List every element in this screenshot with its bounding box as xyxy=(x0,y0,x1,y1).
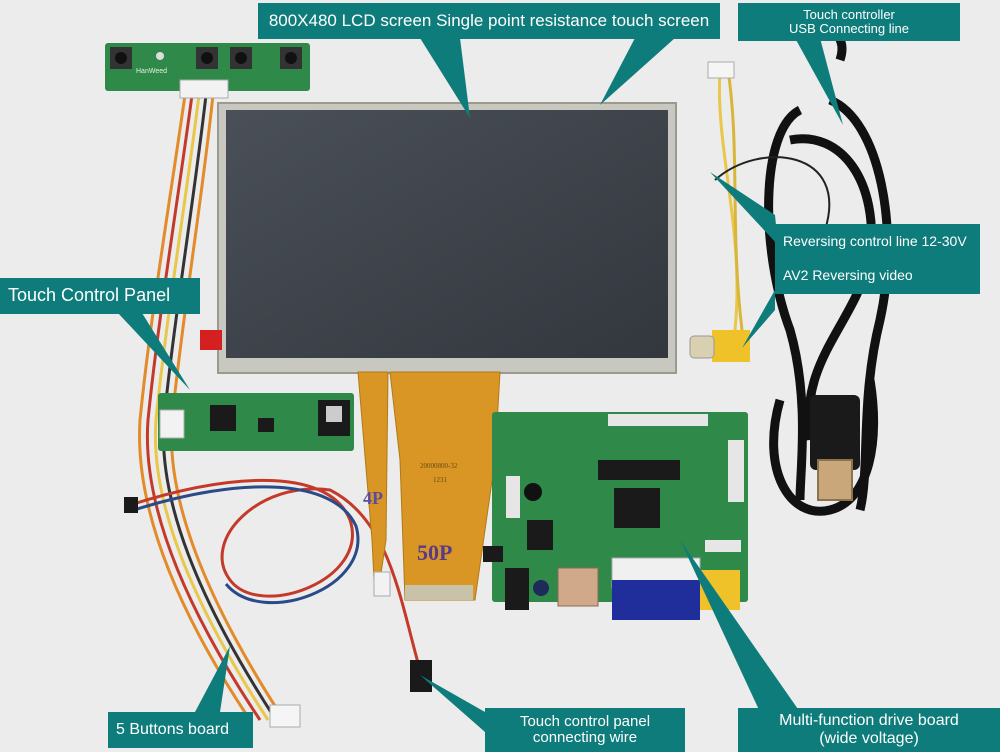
callout-pointers xyxy=(118,38,843,732)
drive-board-subtitle: (wide voltage) xyxy=(819,730,919,747)
lcd-screen-callout: 800X480 LCD screen Single point resistan… xyxy=(258,3,720,39)
touch-wire-title: Touch control panel xyxy=(519,712,651,730)
touch-wire-subtitle: connecting wire xyxy=(532,729,638,746)
drive-board-callout: Multi-function drive board (wide voltage… xyxy=(738,708,1000,752)
fpc-4p xyxy=(357,371,391,597)
usb-plug xyxy=(810,395,860,470)
touch-wire-callout: Touch control panel connecting wire xyxy=(485,708,685,752)
fpc-code-marking: 20000800-32 xyxy=(420,462,458,470)
touch-wire xyxy=(129,478,422,671)
five-buttons-board xyxy=(105,43,310,99)
usb-line-callout-title: Touch controller xyxy=(803,6,895,22)
touch-control-pcb xyxy=(158,393,354,451)
av-connector xyxy=(712,330,750,362)
connector-50p-marking: 50P xyxy=(417,540,453,565)
usb-line-callout: Touch controller USB Connecting line xyxy=(738,3,960,41)
reversing-control-text: Reversing control line 12-30V xyxy=(783,233,967,250)
connector-4p-marking: 4P xyxy=(363,488,383,508)
lcd-screen xyxy=(200,102,677,374)
fpc-code2-marking: 1231 xyxy=(433,476,447,484)
reversing-control-callout: Reversing control line 12-30V xyxy=(775,224,980,260)
av2-video-callout: AV2 Reversing video xyxy=(775,258,980,294)
buttons-board-callout: 5 Buttons board xyxy=(108,712,253,748)
touch-panel-text: Touch Control Panel xyxy=(8,285,171,306)
touch-panel-callout: Touch Control Panel xyxy=(0,278,200,314)
lcd-screen-callout-text: 800X480 LCD screen Single point resistan… xyxy=(268,10,710,30)
drive-board xyxy=(483,412,748,620)
drive-board-title: Multi-function drive board xyxy=(779,712,959,730)
button-board-brand: HanWeed xyxy=(136,68,168,75)
usb-line-callout-subtitle: USB Connecting line xyxy=(789,21,909,36)
fpc-50p xyxy=(389,371,501,601)
av2-video-text: AV2 Reversing video xyxy=(783,267,913,284)
buttons-board-text: 5 Buttons board xyxy=(116,721,229,739)
